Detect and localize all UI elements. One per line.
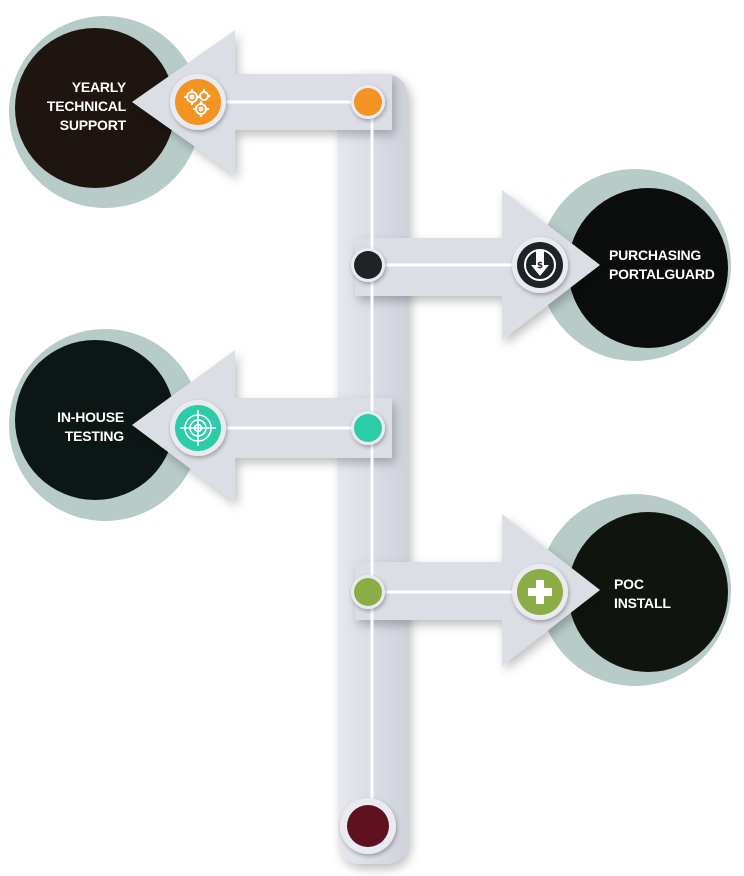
node-poc-install: [351, 575, 385, 609]
gears-icon: [170, 74, 226, 130]
start-node: [340, 798, 396, 854]
label-in-house-testing: IN-HOUSE TESTING: [30, 408, 124, 446]
label-line: TECHNICAL: [46, 98, 126, 114]
label-line: POC: [614, 576, 644, 592]
svg-text:$: $: [537, 261, 543, 271]
circle-purchasing-portalguard: [539, 169, 731, 361]
label-line: PURCHASING: [609, 247, 702, 263]
label-line: INSTALL: [614, 595, 671, 611]
label-line: PORTALGUARD: [609, 266, 715, 282]
circle-in-house-testing: [9, 329, 201, 521]
node-purchasing-portalguard: [351, 248, 385, 282]
download-dollar-icon: $: [512, 237, 568, 293]
circle-yearly-technical-support: [9, 16, 201, 208]
node-in-house-testing: [351, 411, 385, 445]
target-icon: [170, 400, 226, 456]
label-line: SUPPORT: [59, 117, 126, 133]
label-yearly-technical-support: YEARLY TECHNICAL SUPPORT: [40, 78, 126, 135]
label-line: YEARLY: [71, 79, 127, 95]
label-purchasing-portalguard: PURCHASING PORTALGUARD: [609, 246, 729, 284]
arrow-left-2: [132, 350, 392, 502]
label-poc-install: POC INSTALL: [614, 575, 714, 613]
node-yearly-technical-support: [351, 85, 385, 119]
label-line: TESTING: [64, 428, 124, 444]
label-line: IN-HOUSE: [57, 409, 124, 425]
plus-icon: [512, 564, 568, 620]
arrow-right-2: [355, 514, 600, 666]
circle-poc-install: [539, 494, 731, 686]
